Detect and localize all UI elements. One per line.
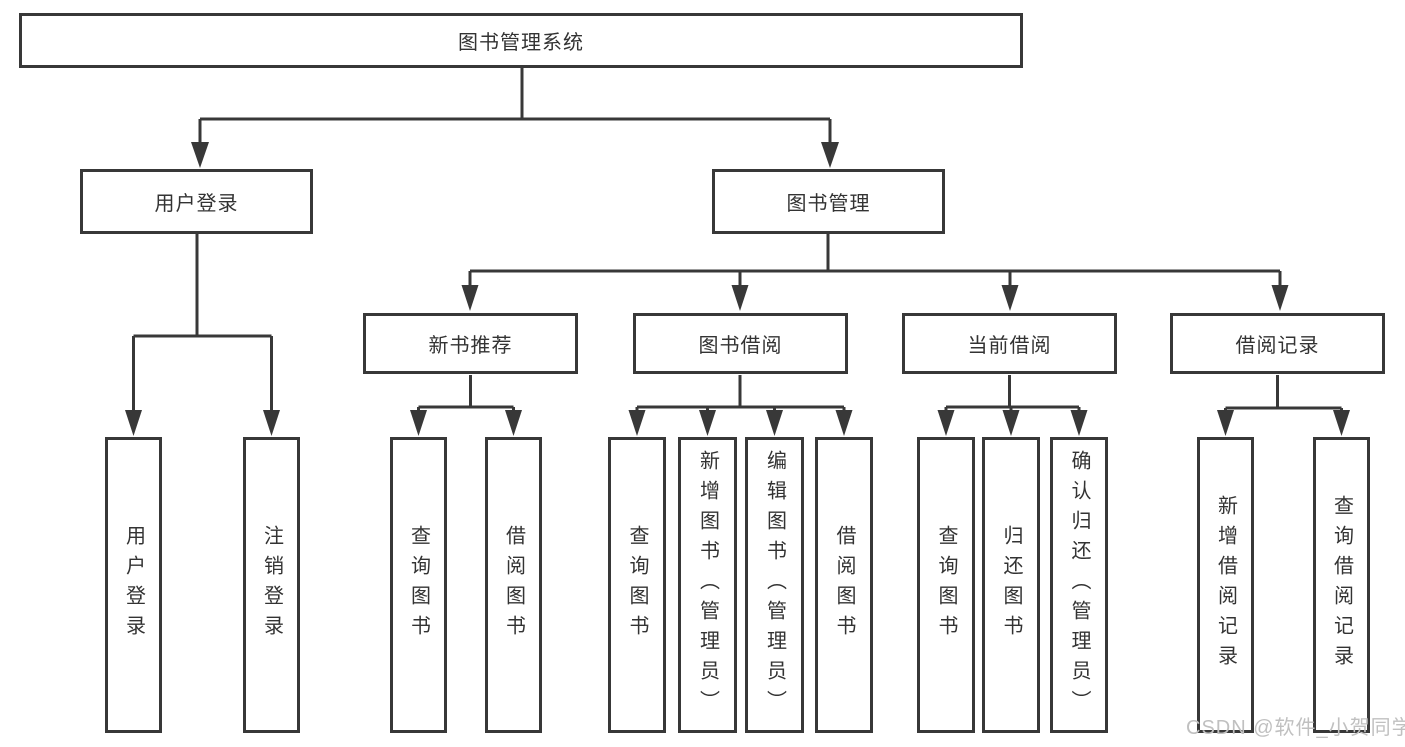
node-label: 注销登录 [260, 525, 283, 645]
csdn-watermark: CSDN @软件_小贺同学 [1186, 717, 1405, 739]
node-user-login-branch: 用户登录 [80, 169, 313, 234]
node-borrow-records: 借阅记录 [1170, 313, 1385, 374]
node-label: 新书推荐 [428, 335, 513, 357]
leaf-query-books-borrow: 查询图书 [608, 437, 666, 733]
node-label: 编辑图书（管理员） [763, 450, 786, 720]
leaf-edit-books-admin: 编辑图书（管理员） [745, 437, 804, 733]
leaf-query-books-recommend: 查询图书 [390, 437, 447, 733]
node-book-borrow: 图书借阅 [633, 313, 848, 374]
node-label: 用户登录 [122, 525, 145, 645]
leaf-borrow-books-recommend: 借阅图书 [485, 437, 542, 733]
node-label: 归还图书 [1000, 525, 1022, 645]
node-label: 借阅图书 [502, 525, 525, 645]
arrowheads [125, 142, 1350, 436]
node-label: 用户登录 [154, 193, 239, 215]
leaf-confirm-return-admin: 确认归还（管理员） [1050, 437, 1108, 733]
node-label: 查询借阅记录 [1330, 495, 1353, 675]
node-book-management: 图书管理 [712, 169, 945, 234]
node-label: 图书管理 [786, 193, 871, 215]
node-label: 借阅记录 [1235, 335, 1320, 357]
node-label: 当前借阅 [967, 335, 1052, 357]
leaf-return-books: 归还图书 [982, 437, 1040, 733]
node-root-library-management-system: 图书管理系统 [19, 13, 1023, 68]
leaf-add-books-admin: 新增图书（管理员） [678, 437, 737, 733]
node-label: 查询图书 [407, 525, 430, 645]
node-label: 查询图书 [626, 525, 648, 645]
node-label: 新增借阅记录 [1214, 495, 1237, 675]
node-label: 图书借阅 [698, 335, 783, 357]
node-label: 查询图书 [935, 525, 957, 645]
leaf-query-borrow-record: 查询借阅记录 [1313, 437, 1370, 733]
node-label: 确认归还（管理员） [1068, 450, 1090, 720]
node-label: 借阅图书 [833, 525, 855, 645]
leaf-borrow-books: 借阅图书 [815, 437, 873, 733]
node-label: 新增图书（管理员） [696, 450, 719, 720]
node-new-book-recommend: 新书推荐 [363, 313, 578, 374]
leaf-user-login: 用户登录 [105, 437, 162, 733]
leaf-query-books-current: 查询图书 [917, 437, 975, 733]
node-current-borrow: 当前借阅 [902, 313, 1117, 374]
leaf-logout: 注销登录 [243, 437, 300, 733]
node-label: 图书管理系统 [458, 32, 584, 54]
leaf-add-borrow-record: 新增借阅记录 [1197, 437, 1254, 733]
